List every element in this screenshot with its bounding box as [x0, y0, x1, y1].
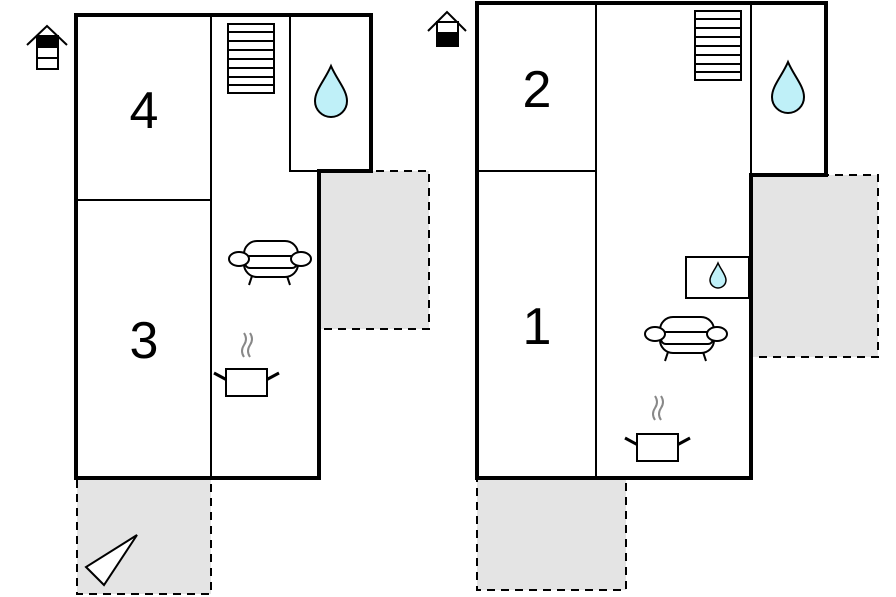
water-drop-icon — [709, 261, 727, 289]
stairs-icon — [694, 10, 742, 81]
cooking-pot-icon — [624, 395, 691, 462]
house-icon — [427, 10, 467, 47]
room-number-4: 4 — [130, 82, 159, 140]
sofa-icon — [644, 316, 728, 362]
terrace-right — [319, 170, 430, 330]
compass-arrow-icon — [84, 534, 138, 587]
terrace-right — [750, 174, 879, 358]
ground-floor-plan: 2 1 — [427, 1, 879, 591]
room-number-3: 3 — [130, 312, 159, 370]
room-number-1: 1 — [523, 298, 552, 356]
water-drop-icon — [313, 63, 349, 118]
house-icon — [26, 24, 68, 70]
terrace-bottom — [476, 477, 627, 591]
room-number-2: 2 — [523, 61, 552, 119]
wall-bathroom — [289, 15, 319, 172]
sofa-icon — [228, 240, 312, 286]
upper-floor-plan: 4 3 — [26, 13, 430, 595]
water-drop-icon — [770, 59, 806, 114]
cooking-pot-icon — [213, 332, 280, 397]
stairs-icon — [227, 23, 275, 94]
